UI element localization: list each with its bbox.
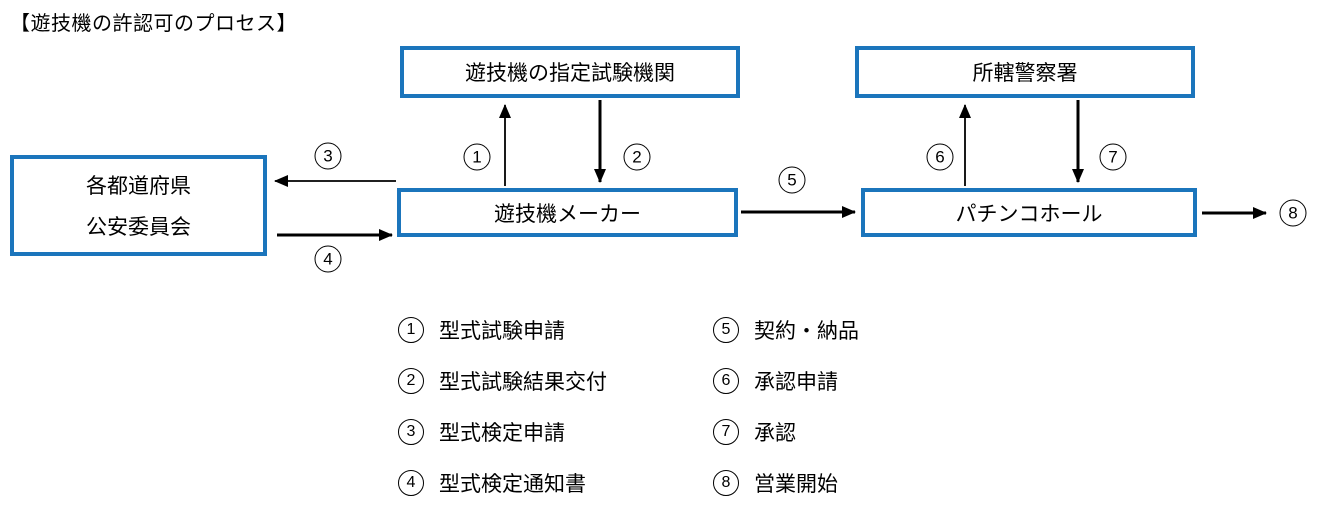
- legend-label-6: 承認申請: [754, 371, 838, 394]
- box-machine-maker-label: 遊技機メーカー: [494, 202, 641, 226]
- legend-item-8: 8 営業開始: [713, 468, 838, 498]
- flow-number-7: 7: [1099, 143, 1127, 171]
- legend-label-3: 型式検定申請: [439, 422, 565, 445]
- legend-label-7: 承認: [754, 422, 796, 445]
- legend-label-4: 型式検定通知書: [439, 473, 586, 496]
- legend-number-2: 2: [398, 368, 424, 394]
- legend-number-5: 5: [713, 317, 739, 343]
- box-prefecture-label-line1: 各都道府県: [86, 175, 191, 198]
- legend-item-1: 1 型式試験申請: [398, 315, 565, 345]
- legend-number-6: 6: [713, 368, 739, 394]
- flow-number-4: 4: [314, 245, 342, 273]
- legend-number-1: 1: [398, 317, 424, 343]
- box-pachinko-hall-label: パチンコホール: [955, 202, 1103, 226]
- box-designated-testing-org: 遊技機の指定試験機関: [400, 46, 740, 98]
- legend-item-7: 7 承認: [713, 417, 796, 447]
- flow-number-8: 8: [1279, 199, 1307, 227]
- legend-item-4: 4 型式検定通知書: [398, 468, 586, 498]
- page-title: 【遊技機の許認可のプロセス】: [10, 13, 297, 35]
- legend-label-2: 型式試験結果交付: [439, 371, 607, 394]
- legend-number-3: 3: [398, 419, 424, 445]
- flow-number-3: 3: [314, 142, 342, 170]
- legend-item-6: 6 承認申請: [713, 366, 838, 396]
- flow-number-5: 5: [778, 166, 806, 194]
- box-machine-maker: 遊技機メーカー: [397, 188, 738, 237]
- legend-number-7: 7: [713, 419, 739, 445]
- flow-number-1: 1: [463, 143, 491, 171]
- legend-label-1: 型式試験申請: [439, 320, 565, 343]
- legend-number-4: 4: [398, 470, 424, 496]
- box-police-station: 所轄警察署: [855, 46, 1195, 98]
- flow-number-2: 2: [623, 143, 651, 171]
- legend-number-8: 8: [713, 470, 739, 496]
- box-police-station-label: 所轄警察署: [972, 62, 1078, 85]
- legend-label-5: 契約・納品: [754, 320, 859, 343]
- box-prefectural-public-safety-commission: 各都道府県 公安委員会: [10, 155, 267, 256]
- legend-item-3: 3 型式検定申請: [398, 417, 565, 447]
- legend-label-8: 営業開始: [754, 473, 838, 496]
- legend-item-5: 5 契約・納品: [713, 315, 859, 345]
- box-prefecture-label-line2: 公安委員会: [86, 216, 191, 239]
- box-pachinko-hall: パチンコホール: [861, 188, 1197, 237]
- legend-item-2: 2 型式試験結果交付: [398, 366, 607, 396]
- flow-number-6: 6: [926, 143, 954, 171]
- box-designated-testing-org-label: 遊技機の指定試験機関: [465, 62, 675, 85]
